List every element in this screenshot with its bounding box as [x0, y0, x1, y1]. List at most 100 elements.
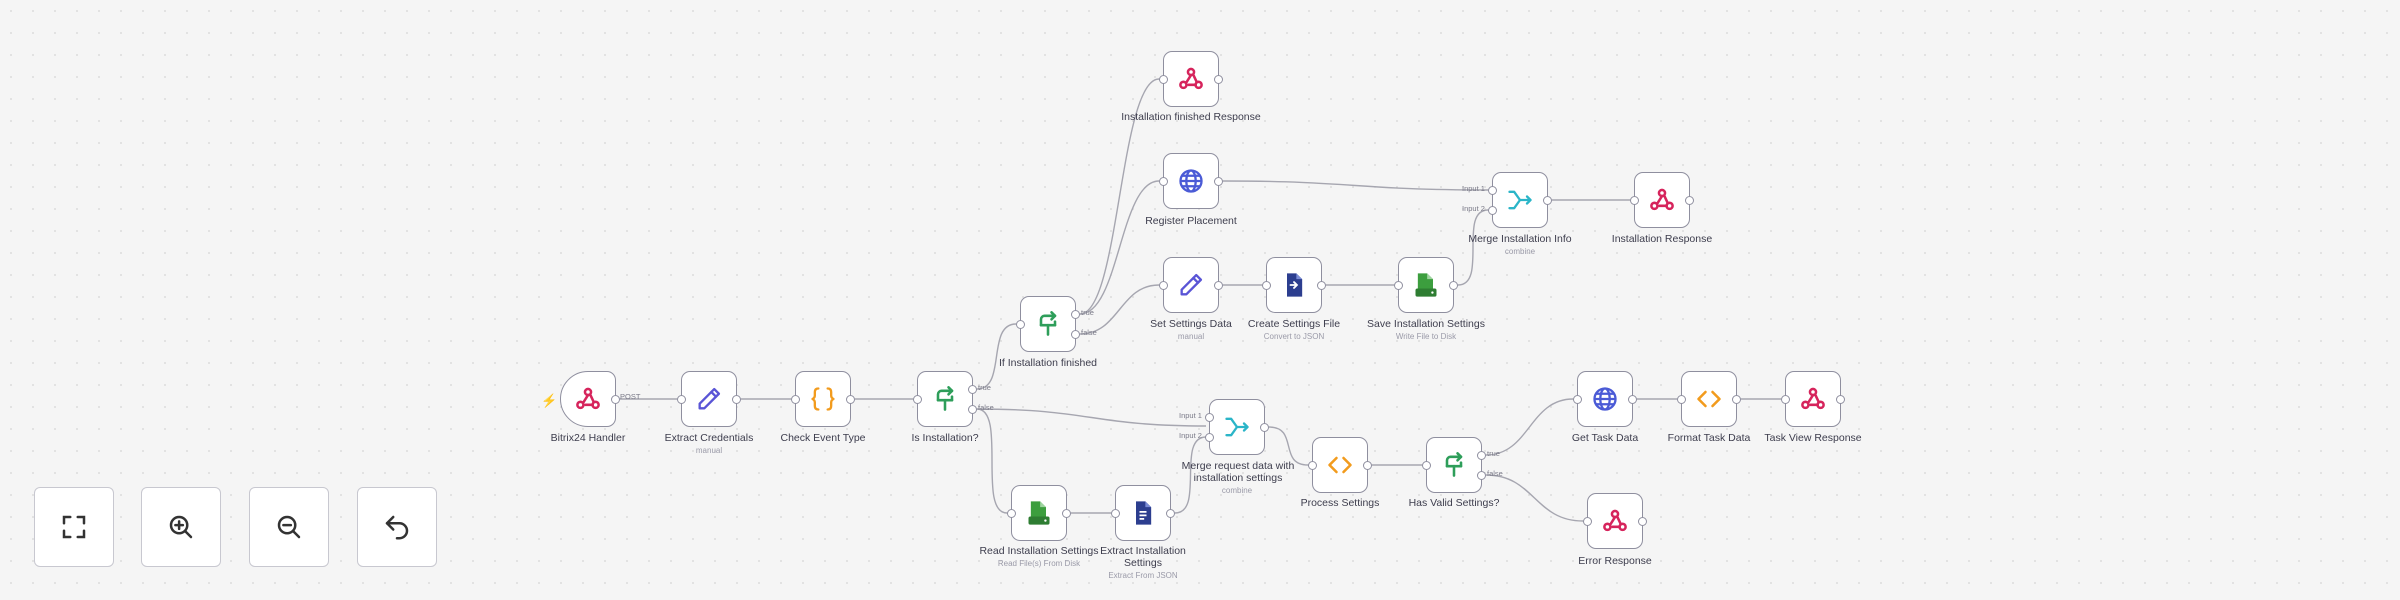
input-port[interactable]: [791, 395, 800, 404]
output-port[interactable]: [1260, 423, 1269, 432]
output-port[interactable]: [846, 395, 855, 404]
node-merge-request-data[interactable]: [1205, 399, 1269, 455]
connection-line[interactable]: [1485, 398, 1574, 456]
braces-icon: [809, 385, 837, 413]
input-port-2[interactable]: [1488, 206, 1497, 215]
node-label: Merge request data with installation set…: [1181, 460, 1295, 484]
node-bitrix24-handler[interactable]: ⚡: [541, 371, 620, 427]
node-check-event-type[interactable]: [791, 371, 855, 427]
output-port[interactable]: [1062, 509, 1071, 518]
port-label-true: true: [1487, 449, 1500, 458]
connection-line[interactable]: [976, 408, 1207, 427]
input-port[interactable]: [1308, 461, 1317, 470]
output-port-false[interactable]: [1071, 330, 1080, 339]
input-port[interactable]: [913, 395, 922, 404]
input-port[interactable]: [1159, 281, 1168, 290]
connection-line[interactable]: [1268, 426, 1309, 466]
node-label: Task View Response: [1764, 432, 1862, 444]
output-port[interactable]: [1638, 517, 1647, 526]
output-port-true[interactable]: [1477, 451, 1486, 460]
node-installation-finished-response[interactable]: [1159, 51, 1223, 107]
node-subtitle: Extract From JSON: [1108, 571, 1178, 580]
connection-line[interactable]: [1457, 209, 1489, 286]
connection-line[interactable]: [1079, 180, 1160, 315]
output-port[interactable]: [1836, 395, 1845, 404]
node-merge-installation-info[interactable]: [1488, 172, 1552, 228]
input-port[interactable]: [1630, 196, 1639, 205]
node-subtitle: combine: [1221, 486, 1253, 495]
output-port[interactable]: [1363, 461, 1372, 470]
input-port-2[interactable]: [1205, 433, 1214, 442]
output-port[interactable]: [611, 395, 620, 404]
input-port[interactable]: [1262, 281, 1271, 290]
input-port[interactable]: [677, 395, 686, 404]
node-error-response[interactable]: [1583, 493, 1647, 549]
connection-line[interactable]: [1174, 436, 1207, 514]
input-port-1[interactable]: [1488, 186, 1497, 195]
connection-line[interactable]: [976, 408, 1008, 514]
input-port-1[interactable]: [1205, 413, 1214, 422]
connection-line[interactable]: [1079, 78, 1160, 315]
node-task-view-response[interactable]: [1781, 371, 1845, 427]
connection-line[interactable]: [976, 323, 1017, 390]
input-port[interactable]: [1583, 517, 1592, 526]
output-port[interactable]: [1732, 395, 1741, 404]
input-port[interactable]: [1422, 461, 1431, 470]
reset-zoom-button[interactable]: [357, 487, 437, 567]
node-label: Read Installation Settings: [979, 545, 1099, 557]
input-port[interactable]: [1159, 75, 1168, 84]
node-is-installation[interactable]: [913, 371, 977, 427]
node-register-placement[interactable]: [1159, 153, 1223, 209]
node-installation-response[interactable]: [1630, 172, 1694, 228]
zoom-in-button[interactable]: [141, 487, 221, 567]
input-port[interactable]: [1016, 320, 1025, 329]
port-label-input-1: Input 1: [1462, 184, 1485, 193]
output-port[interactable]: [1685, 196, 1694, 205]
connection-line[interactable]: [1079, 284, 1160, 335]
node-get-task-data[interactable]: [1573, 371, 1637, 427]
connection-line[interactable]: [1222, 180, 1489, 191]
output-port[interactable]: [1543, 196, 1552, 205]
node-set-settings-data[interactable]: [1159, 257, 1223, 313]
output-port-false[interactable]: [1477, 471, 1486, 480]
output-port[interactable]: [1214, 75, 1223, 84]
undo-icon: [385, 515, 409, 540]
output-port[interactable]: [1317, 281, 1326, 290]
node-extract-credentials[interactable]: [677, 371, 741, 427]
input-port[interactable]: [1111, 509, 1120, 518]
zoom-out-button[interactable]: [249, 487, 329, 567]
fit-view-icon: [62, 515, 86, 539]
node-has-valid-settings[interactable]: [1422, 437, 1486, 493]
output-port[interactable]: [1449, 281, 1458, 290]
node-save-installation-settings[interactable]: [1394, 257, 1458, 313]
input-port[interactable]: [1781, 395, 1790, 404]
output-port-false[interactable]: [968, 405, 977, 414]
input-port[interactable]: [1573, 395, 1582, 404]
input-port[interactable]: [1159, 177, 1168, 186]
output-port[interactable]: [1214, 177, 1223, 186]
port-label-false: false: [1081, 328, 1097, 337]
node-create-settings-file[interactable]: [1262, 257, 1326, 313]
port-label-post: POST: [620, 392, 641, 401]
fit-view-button[interactable]: [34, 487, 114, 567]
input-port[interactable]: [1007, 509, 1016, 518]
output-port-true[interactable]: [1071, 310, 1080, 319]
output-port[interactable]: [732, 395, 741, 404]
output-port-true[interactable]: [968, 385, 977, 394]
node-if-installation-finished[interactable]: [1016, 296, 1080, 352]
node-read-installation-settings[interactable]: [1007, 485, 1071, 541]
port-label-true: true: [978, 383, 991, 392]
output-port[interactable]: [1628, 395, 1637, 404]
globe-icon: [1591, 385, 1619, 413]
node-label: Extract Installation Settings: [1100, 545, 1186, 569]
node-extract-installation-settings[interactable]: [1111, 485, 1175, 541]
node-process-settings[interactable]: [1308, 437, 1372, 493]
node-format-task-data[interactable]: [1677, 371, 1741, 427]
if-icon: [1440, 451, 1468, 479]
output-port[interactable]: [1166, 509, 1175, 518]
output-port[interactable]: [1214, 281, 1223, 290]
input-port[interactable]: [1394, 281, 1403, 290]
input-port[interactable]: [1677, 395, 1686, 404]
connection-line[interactable]: [1485, 474, 1584, 522]
